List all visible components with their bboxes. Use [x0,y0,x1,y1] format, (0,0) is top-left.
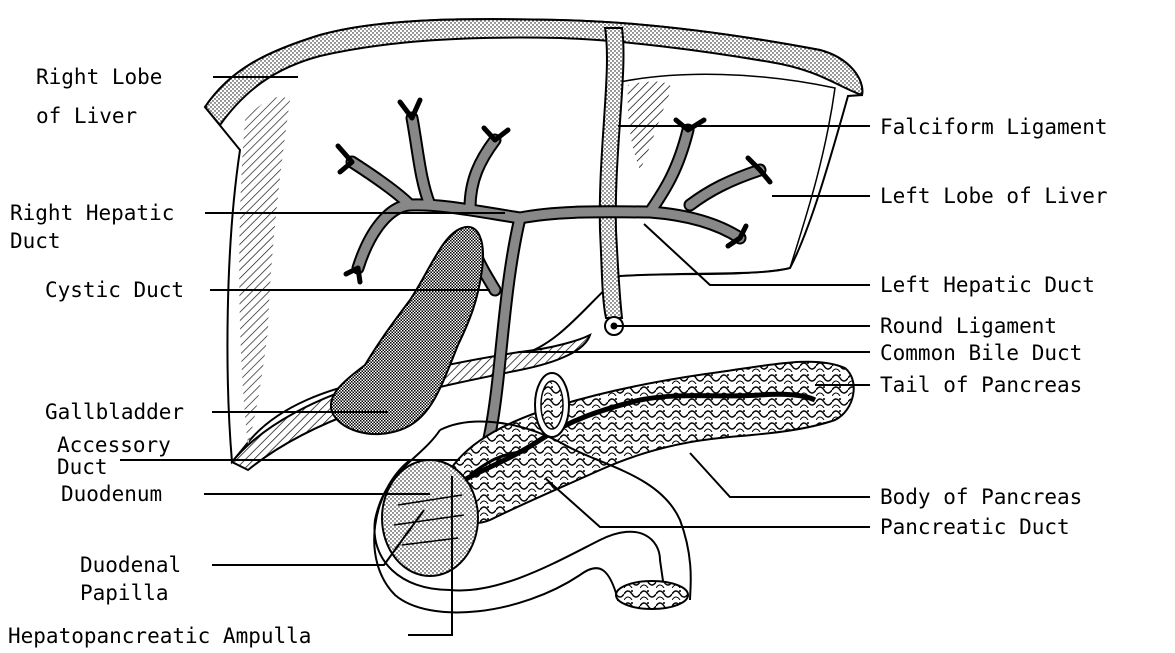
label-papilla-line2: Papilla [80,581,169,605]
label-left-hepatic: Left Hepatic Duct [880,273,1095,297]
label-gallbladder: Gallbladder [45,400,184,424]
label-right-lobe-line1: Right Lobe [36,65,162,89]
falciform-ligament [600,28,624,318]
duodenum-end [616,581,688,609]
label-papilla-line1: Duodenal [80,553,181,577]
label-round-ligament: Round Ligament [880,314,1057,338]
label-right-hepatic-line2: Duct [10,229,61,253]
label-cystic-duct: Cystic Duct [45,278,184,302]
label-right-lobe-line2: of Liver [36,104,137,128]
liver-capsule-band [205,19,862,125]
label-accessory-line2: Duct [57,455,108,479]
duodenum-section [382,460,478,576]
label-left-lobe: Left Lobe of Liver [880,184,1108,208]
label-ampulla: Hepatopancreatic Ampulla [8,624,311,648]
right-lobe-shading [239,97,290,445]
label-duodenum: Duodenum [61,482,162,506]
label-right-hepatic-line1: Right Hepatic [10,201,174,225]
label-accessory-line1: Accessory [57,433,171,457]
label-common-bile: Common Bile Duct [880,341,1082,365]
pancreas [450,362,854,523]
gallbladder-shape [331,227,483,434]
pancreas-body [450,362,854,523]
label-pancreatic-duct: Pancreatic Duct [880,515,1070,539]
label-body-pancreas: Body of Pancreas [880,485,1082,509]
label-falciform: Falciform Ligament [880,115,1108,139]
label-tail-pancreas: Tail of Pancreas [880,373,1082,397]
